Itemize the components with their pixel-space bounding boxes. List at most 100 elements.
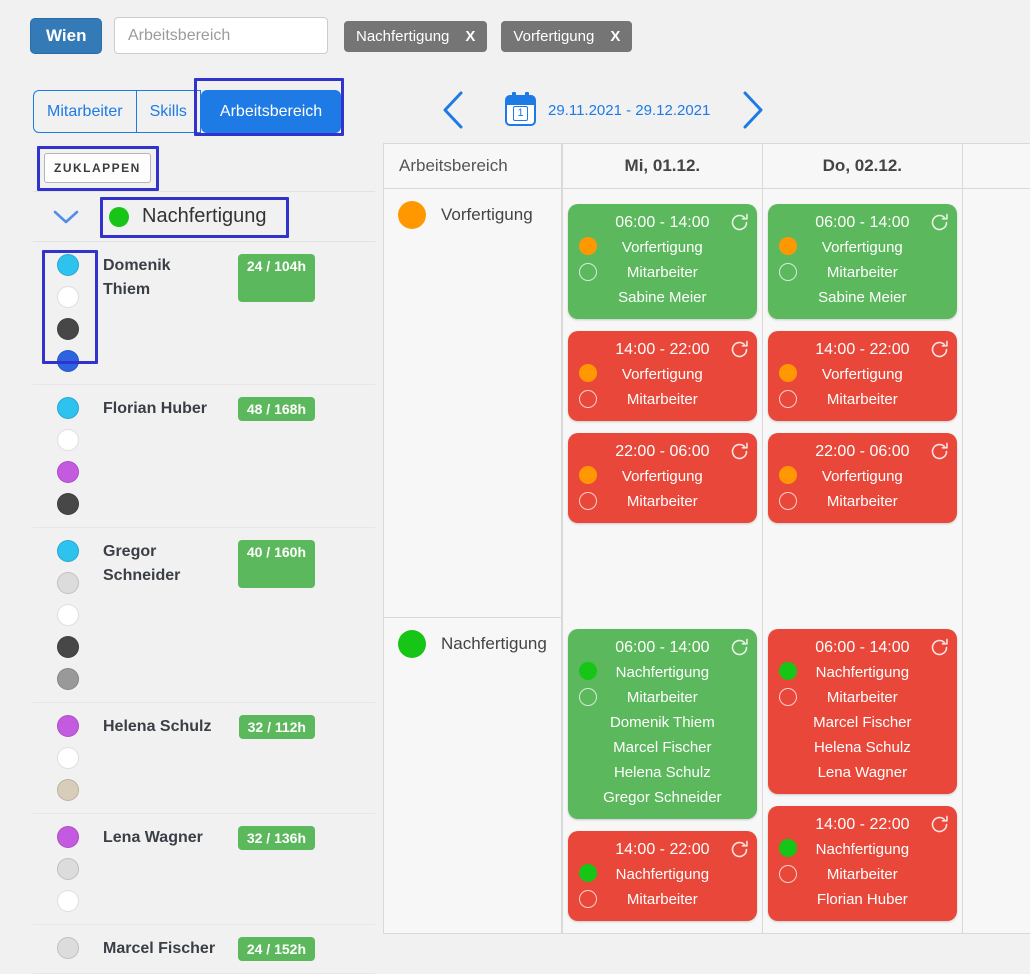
chevron-down-icon[interactable] <box>53 209 79 225</box>
area-column: Arbeitsbereich Vorfertigung Nachfertigun… <box>383 143 562 934</box>
schedule-row-vorfertigung: 06:00 - 14:00VorfertigungMitarbeiterSabi… <box>563 189 1030 614</box>
tab-arbeitsbereich[interactable]: Arbeitsbereich <box>201 90 341 133</box>
day-cell-partial <box>963 189 1030 614</box>
shift-employee-name: Sabine Meier <box>778 285 947 310</box>
days-header-row: Mi, 01.12. Do, 02.12. <box>563 144 1030 189</box>
arbeitsbereich-filter-input[interactable] <box>114 17 328 54</box>
shift-card[interactable]: 14:00 - 22:00NachfertigungMitarbeiter <box>568 831 757 921</box>
shift-card[interactable]: 06:00 - 14:00VorfertigungMitarbeiterSabi… <box>768 204 957 319</box>
shift-card[interactable]: 06:00 - 14:00NachfertigungMitarbeiterMar… <box>768 629 957 794</box>
skill-color-dot[interactable] <box>57 636 79 658</box>
skill-color-dot[interactable] <box>57 779 79 801</box>
recurring-shift-icon <box>929 637 950 658</box>
shift-role-dot <box>779 688 797 706</box>
shift-role-dot <box>779 263 797 281</box>
day-column-header-partial <box>963 144 1030 188</box>
employee-row-main: Marcel Fischer24 / 152h <box>103 935 375 961</box>
chip-close-icon[interactable]: X <box>465 28 475 45</box>
shift-area-dot <box>579 662 597 680</box>
shift-area-dot <box>779 662 797 680</box>
skill-color-dot[interactable] <box>57 493 79 515</box>
shift-area-label: Nachfertigung <box>778 660 947 685</box>
shift-role-label: Mitarbeiter <box>778 489 947 514</box>
date-range-label[interactable]: 29.11.2021 - 29.12.2021 <box>548 102 710 119</box>
skill-color-dot[interactable] <box>57 429 79 451</box>
skill-color-dot[interactable] <box>57 461 79 483</box>
shift-card[interactable]: 14:00 - 22:00VorfertigungMitarbeiter <box>768 331 957 421</box>
collapse-button[interactable]: ZUKLAPPEN <box>44 153 151 183</box>
area-color-dot <box>398 201 426 229</box>
shift-time: 14:00 - 22:00 <box>778 338 947 362</box>
employee-hours-badge: 32 / 136h <box>238 826 315 850</box>
group-header-nachfertigung[interactable]: Nachfertigung <box>33 191 375 242</box>
employee-row-main: Helena Schulz32 / 112h <box>103 713 375 739</box>
skill-color-dot[interactable] <box>57 254 79 276</box>
shift-area-dot <box>579 466 597 484</box>
employee-name: Gregor Schneider <box>103 540 221 588</box>
employee-row: Florian Huber48 / 168h <box>33 385 375 528</box>
employee-skill-dots <box>33 252 103 372</box>
shift-area-label: Nachfertigung <box>578 862 747 887</box>
shift-role-label: Mitarbeiter <box>778 685 947 710</box>
employee-row-main: Domenik Thiem24 / 104h <box>103 252 375 302</box>
skill-color-dot[interactable] <box>57 572 79 594</box>
day-column-header: Do, 02.12. <box>763 144 963 188</box>
shift-card[interactable]: 06:00 - 14:00VorfertigungMitarbeiterSabi… <box>568 204 757 319</box>
skill-color-dot[interactable] <box>57 747 79 769</box>
day-column-header: Mi, 01.12. <box>563 144 763 188</box>
shift-card[interactable]: 22:00 - 06:00VorfertigungMitarbeiter <box>768 433 957 523</box>
filter-chip-vorfertigung: Vorfertigung X <box>501 21 632 52</box>
shift-area-dot <box>779 237 797 255</box>
skill-color-dot[interactable] <box>57 318 79 340</box>
shift-time: 22:00 - 06:00 <box>578 440 747 464</box>
skill-color-dot[interactable] <box>57 540 79 562</box>
shift-area-dot <box>779 466 797 484</box>
chip-label: Nachfertigung <box>356 28 449 45</box>
area-color-dot <box>398 630 426 658</box>
recurring-shift-icon <box>729 339 750 360</box>
skill-color-dot[interactable] <box>57 286 79 308</box>
skill-color-dot[interactable] <box>57 350 79 372</box>
prev-period-icon[interactable] <box>440 90 466 130</box>
shift-employee-name: Sabine Meier <box>578 285 747 310</box>
employee-skill-dots <box>33 824 103 912</box>
shift-card[interactable]: 14:00 - 22:00VorfertigungMitarbeiter <box>568 331 757 421</box>
skill-color-dot[interactable] <box>57 668 79 690</box>
shift-time: 22:00 - 06:00 <box>778 440 947 464</box>
skill-color-dot[interactable] <box>57 890 79 912</box>
shift-time: 14:00 - 22:00 <box>578 838 747 862</box>
next-period-icon[interactable] <box>740 90 766 130</box>
employee-skill-dots <box>33 538 103 690</box>
skill-color-dot[interactable] <box>57 397 79 419</box>
employee-row: Marcel Fischer24 / 152h <box>33 925 375 974</box>
shift-area-dot <box>579 237 597 255</box>
skill-color-dot[interactable] <box>57 826 79 848</box>
skill-color-dot[interactable] <box>57 604 79 626</box>
employee-skill-dots <box>33 713 103 801</box>
shift-card[interactable]: 14:00 - 22:00NachfertigungMitarbeiterFlo… <box>768 806 957 921</box>
skill-color-dot[interactable] <box>57 715 79 737</box>
schedule-table: Arbeitsbereich Vorfertigung Nachfertigun… <box>383 143 1030 934</box>
chip-label: Vorfertigung <box>513 28 594 45</box>
shift-card[interactable]: 06:00 - 14:00NachfertigungMitarbeiterDom… <box>568 629 757 819</box>
shift-employee-name: Domenik Thiem <box>578 710 747 735</box>
shift-area-label: Vorfertigung <box>578 464 747 489</box>
chip-close-icon[interactable]: X <box>610 28 620 45</box>
tab-mitarbeiter[interactable]: Mitarbeiter <box>33 90 137 133</box>
days-grid: Mi, 01.12. Do, 02.12. 06:00 - 14:00Vorfe… <box>562 143 1030 934</box>
shift-employee-name: Gregor Schneider <box>578 785 747 810</box>
group-color-dot <box>109 207 129 227</box>
shift-role-dot <box>779 492 797 510</box>
employee-row: Helena Schulz32 / 112h <box>33 703 375 814</box>
calendar-icon[interactable]: 1 <box>505 95 536 126</box>
employee-hours-badge: 24 / 104h <box>238 254 315 302</box>
shift-card[interactable]: 22:00 - 06:00VorfertigungMitarbeiter <box>568 433 757 523</box>
employee-name: Marcel Fischer <box>103 937 215 961</box>
skill-color-dot[interactable] <box>57 858 79 880</box>
region-button-wien[interactable]: Wien <box>30 18 102 54</box>
skill-color-dot[interactable] <box>57 937 79 959</box>
shift-role-dot <box>579 390 597 408</box>
shift-area-label: Vorfertigung <box>778 464 947 489</box>
employee-name: Helena Schulz <box>103 715 211 739</box>
tab-skills[interactable]: Skills <box>137 90 201 133</box>
